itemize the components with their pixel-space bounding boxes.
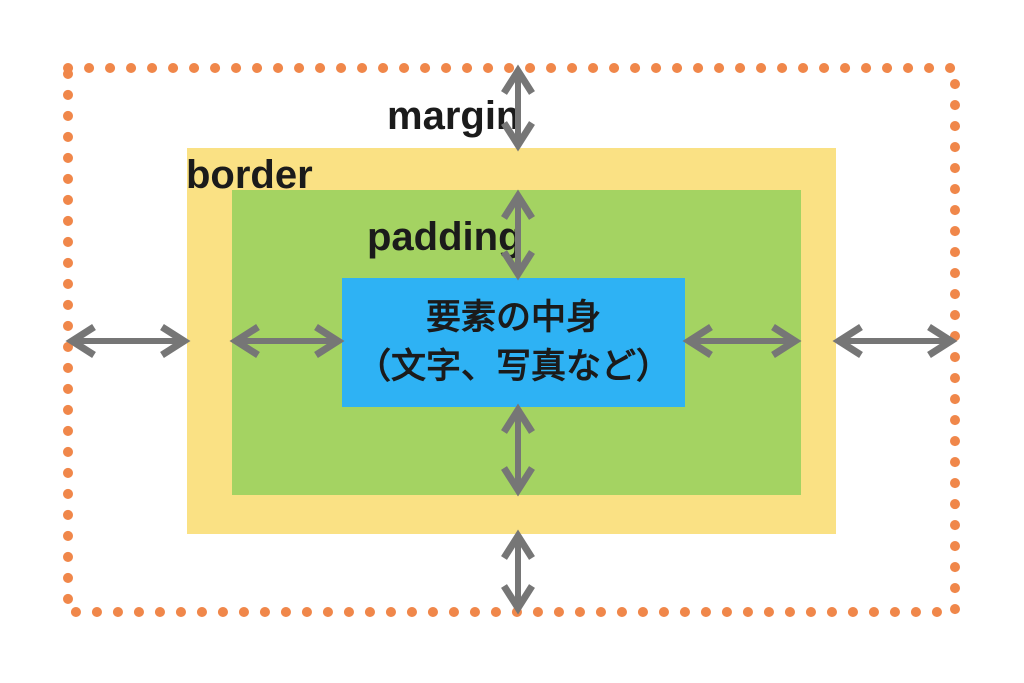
margin-bottom-arrow-icon xyxy=(501,529,535,615)
margin-right-arrow-icon xyxy=(832,324,958,358)
margin-left-arrow-icon xyxy=(65,324,191,358)
padding-label: padding xyxy=(367,215,523,259)
border-label: border xyxy=(186,153,313,197)
margin-label: margin xyxy=(387,94,521,138)
content-text-line2: （文字、写真など） xyxy=(355,346,671,386)
content-text-line1: 要素の中身 xyxy=(425,298,601,338)
content-box: 要素の中身 （文字、写真など） xyxy=(342,278,685,407)
